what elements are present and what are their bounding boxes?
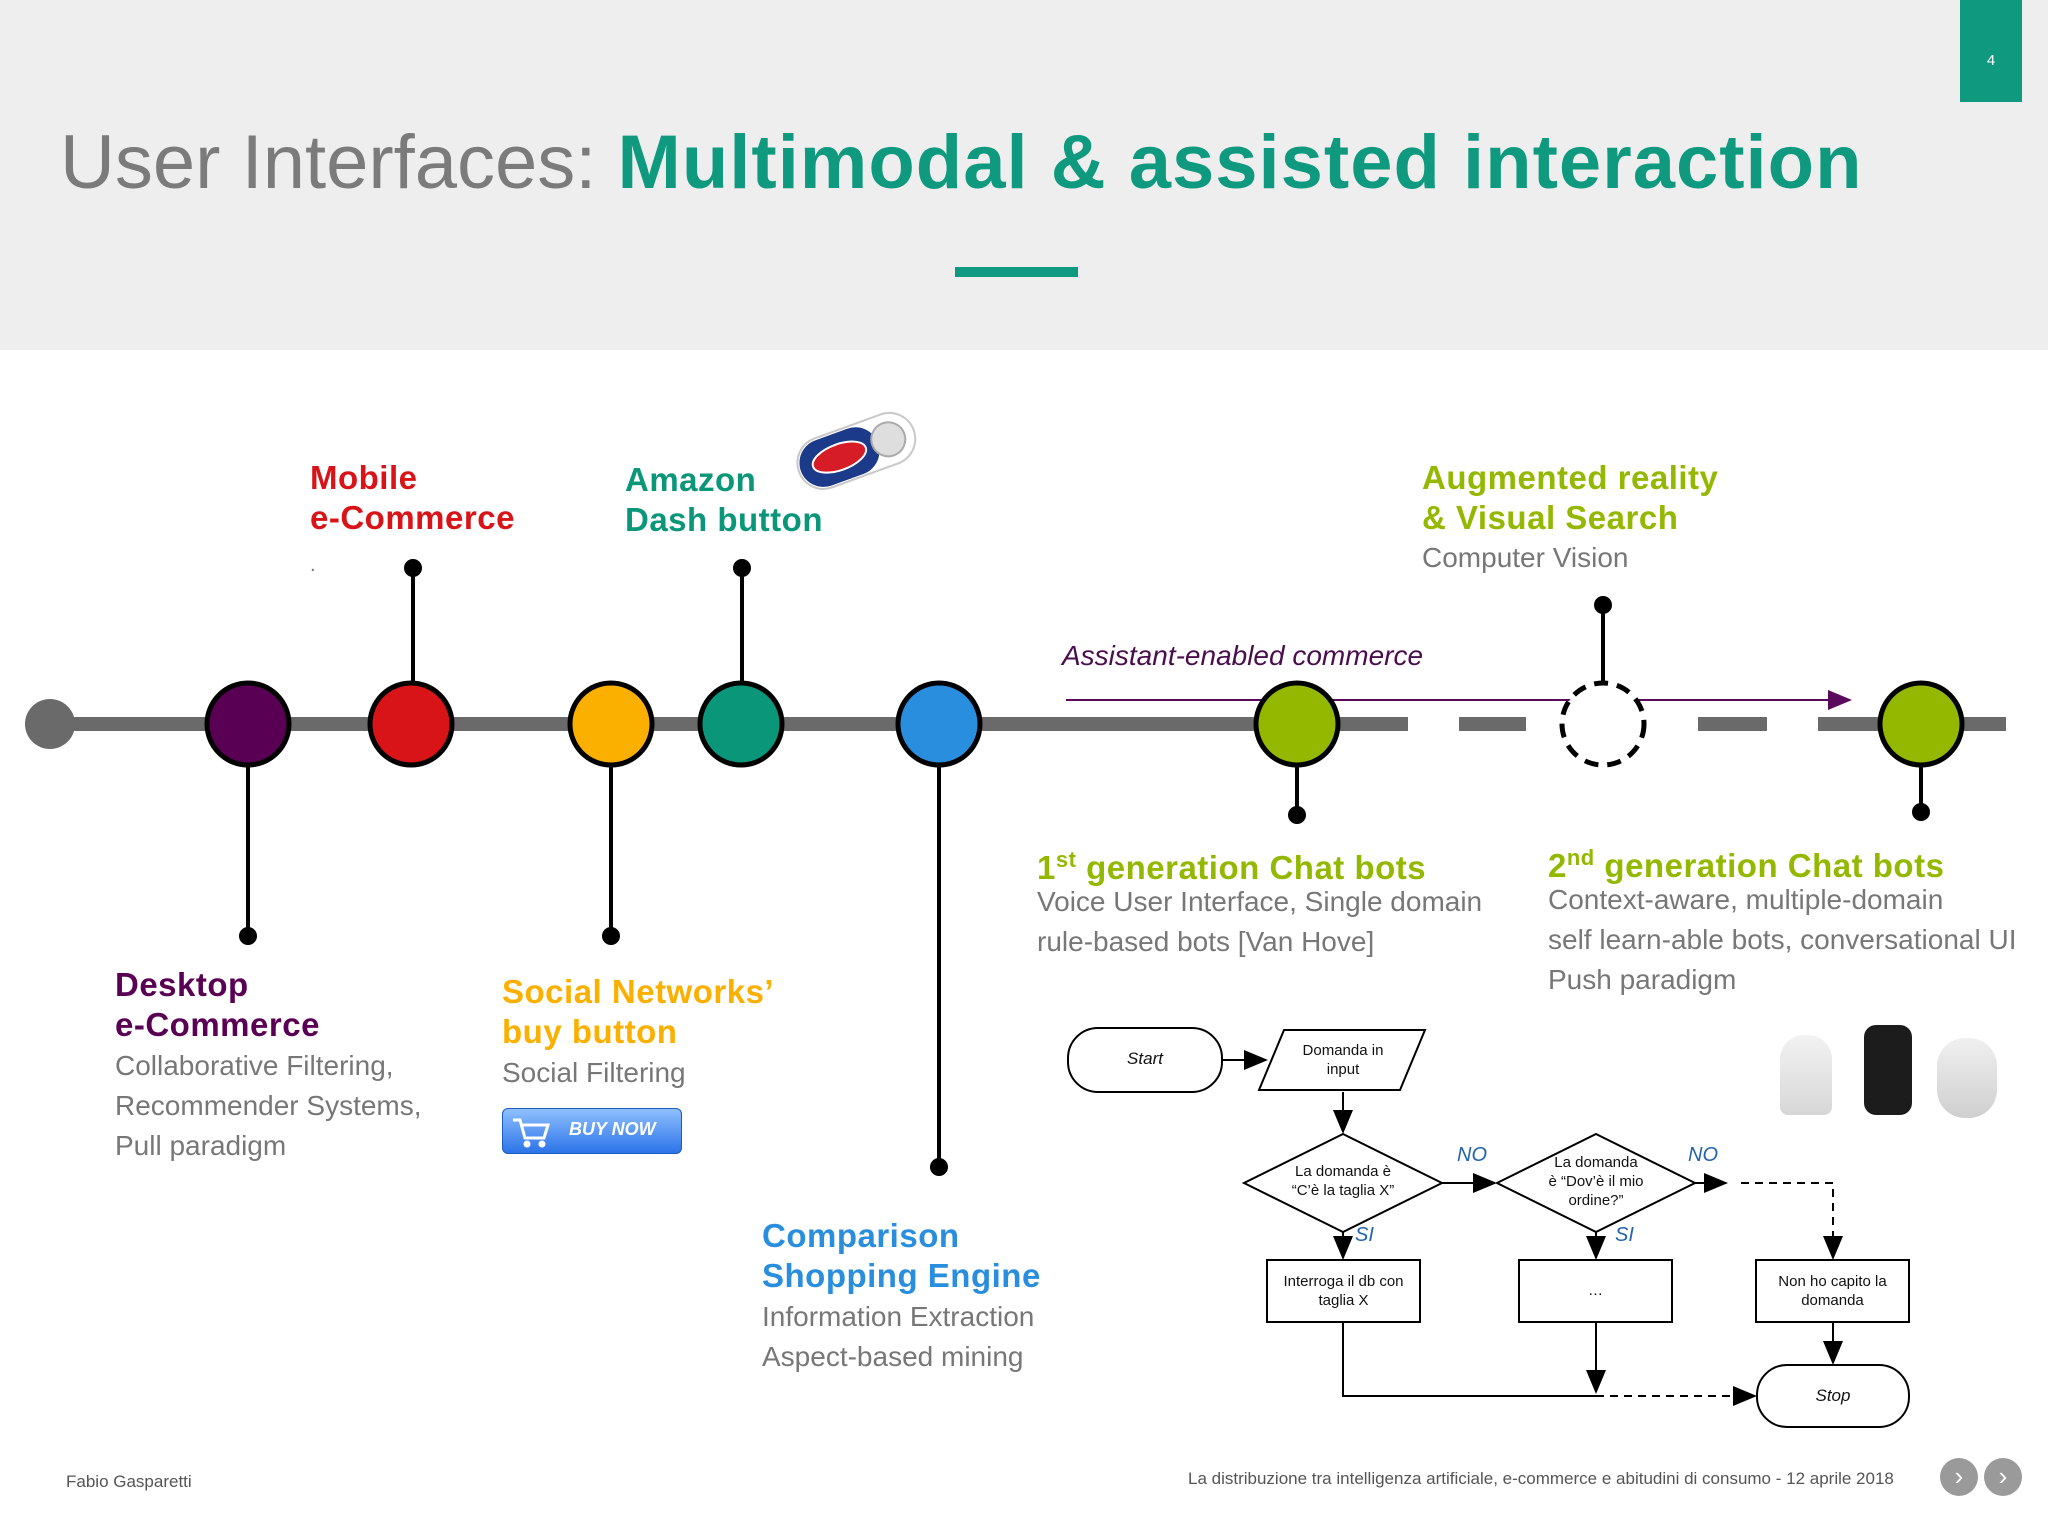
stem-dot	[733, 559, 751, 577]
milestone-chatbot2	[1877, 680, 1965, 768]
footer-event: La distribuzione tra intelligenza artifi…	[1188, 1469, 1894, 1488]
label-chatbot2: 2nd generation Chat bots	[1548, 845, 1945, 884]
stem-dot	[602, 927, 620, 945]
timeline-start-dot	[25, 699, 75, 749]
fc-input	[1257, 1029, 1427, 1091]
milestone-ar	[1559, 680, 1647, 768]
buy-now-button[interactable]: BUY NOW	[502, 1108, 682, 1154]
fc-no-label: NO	[1457, 1144, 1487, 1166]
fc-si-label: SI	[1615, 1224, 1634, 1246]
stem-dot	[1912, 803, 1930, 821]
desc-chatbot1: Voice User Interface, Single domain rule…	[1037, 886, 1483, 957]
milestone-desktop	[204, 680, 292, 768]
title-underline	[955, 267, 1078, 277]
page-number: 4	[1986, 52, 1996, 69]
fc-decision2-label: La domanda è “Dov’è il mio ordine?”	[1548, 1154, 1644, 1209]
fc-stop-label: Stop	[1815, 1386, 1851, 1405]
next-slide-button[interactable]: ›	[1984, 1458, 2022, 1496]
smart-speaker-image	[1864, 1025, 1912, 1115]
prev-slide-button[interactable]: ›	[1940, 1458, 1978, 1496]
dash-button-image	[796, 411, 917, 490]
footer-author: Fabio Gasparetti	[66, 1472, 192, 1491]
milestone-social	[567, 680, 655, 768]
desc-mobile: .	[310, 554, 316, 576]
fc-process1-label: Interroga il db con taglia X	[1283, 1273, 1404, 1309]
label-social: Social Networks’ buy button	[502, 973, 775, 1050]
timeline-dash	[1459, 717, 1526, 731]
assistant-label: Assistant-enabled commerce	[1062, 640, 1424, 671]
smart-speaker-image	[1937, 1038, 1997, 1118]
label-comparison: Comparison Shopping Engine	[762, 1217, 1041, 1294]
slide-header	[0, 0, 2048, 350]
fc-start-label: Start	[1127, 1049, 1163, 1068]
page-number-badge: 4	[1960, 0, 2022, 102]
label-desktop: Desktop e-Commerce	[115, 966, 320, 1043]
milestone-comparison	[895, 680, 983, 768]
title-prefix: User Interfaces:	[60, 120, 618, 205]
stem-dot	[1594, 596, 1612, 614]
fc-process3-label: Non ho capito la domanda	[1778, 1273, 1887, 1309]
fc-si-label: SI	[1355, 1224, 1374, 1246]
shopping-cart-icon	[513, 1118, 551, 1148]
label-mobile: Mobile e-Commerce	[310, 459, 515, 536]
desc-ar: Computer Vision	[1422, 542, 1629, 573]
desc-chatbot2: Context-aware, multiple-domain self lear…	[1548, 884, 2017, 995]
fc-process2-label: …	[1588, 1282, 1603, 1299]
milestone-dash	[697, 680, 785, 768]
stem-dot	[239, 927, 257, 945]
desc-comparison: Information Extraction Aspect-based mini…	[762, 1301, 1035, 1372]
desc-social: Social Filtering	[502, 1057, 686, 1088]
label-chatbot1: 1st generation Chat bots	[1037, 847, 1427, 886]
stem-dot	[404, 559, 422, 577]
smart-speaker-image	[1780, 1035, 1832, 1115]
fc-decision1-label: La domanda è “C’è la taglia X”	[1291, 1163, 1395, 1199]
title-emphasis: Multimodal & assisted interaction	[617, 120, 1863, 205]
stem-dot	[930, 1158, 948, 1176]
timeline-dash	[1698, 717, 1767, 731]
milestone-chatbot1	[1253, 680, 1341, 768]
stem-dot	[1288, 806, 1306, 824]
buy-now-label: BUY NOW	[569, 1119, 656, 1139]
fc-no-label: NO	[1688, 1144, 1718, 1166]
label-ar: Augmented reality & Visual Search	[1422, 459, 1719, 536]
label-dash: Amazon Dash button	[625, 461, 823, 538]
milestone-mobile	[367, 680, 455, 768]
chevron-right-icon: ›	[1998, 1461, 2008, 1491]
fc-input-label: Domanda in input	[1302, 1042, 1384, 1078]
fc-stop	[1756, 1364, 1910, 1428]
slide-title: User Interfaces: Multimodal & assisted i…	[60, 118, 1863, 208]
chevron-right-icon: ›	[1954, 1461, 1964, 1491]
desc-desktop: Collaborative Filtering, Recommender Sys…	[115, 1050, 422, 1161]
